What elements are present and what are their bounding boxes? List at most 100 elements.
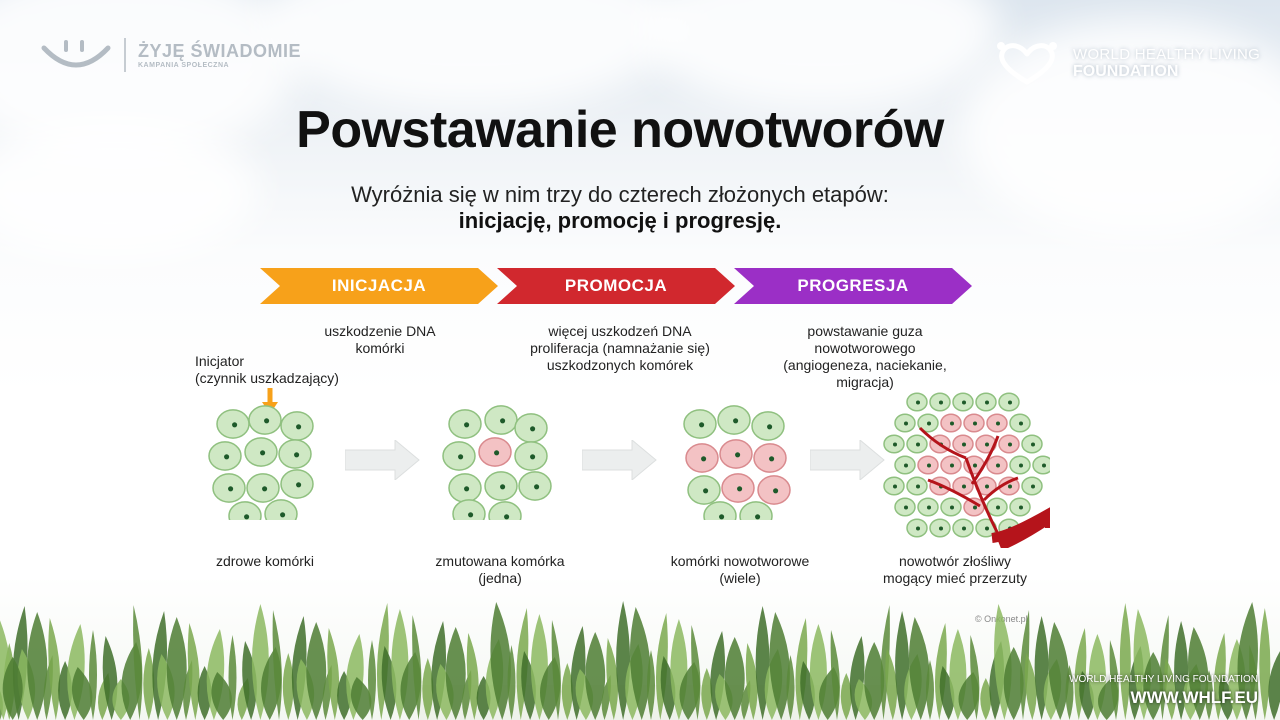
healthy-cell — [1032, 455, 1050, 475]
cell-group-label: nowotwór złośliwy mogący mieć przerzuty — [883, 553, 1027, 586]
healthy-cell — [514, 441, 548, 471]
healthy-cell — [739, 501, 773, 520]
healthy-cell — [894, 455, 916, 475]
healthy-cell — [751, 411, 785, 441]
healthy-cell — [1009, 413, 1031, 433]
healthy-cell — [216, 409, 250, 439]
blood-vessel-branches — [918, 426, 1019, 535]
page-title: Powstawanie nowotworów — [296, 101, 944, 159]
healthy-cell — [1009, 455, 1031, 475]
mutated-cell — [917, 455, 939, 475]
healthy-cell — [894, 413, 916, 433]
healthy-cell — [883, 476, 905, 496]
cell-group-label: zmutowana komórka (jedna) — [435, 553, 565, 586]
healthy-cell — [442, 441, 476, 471]
mutated-cell — [986, 455, 1008, 475]
healthy-cell — [452, 499, 486, 520]
mutated-cell — [963, 413, 985, 433]
healthy-cell — [264, 499, 298, 520]
transition-arrow-icon — [810, 440, 885, 480]
transition-arrow-icon — [345, 440, 420, 480]
healthy-cell — [940, 497, 962, 517]
cell-group-label: zdrowe komórki — [215, 553, 315, 569]
cloud — [0, 120, 260, 260]
stage-label: PROGRESJA — [797, 276, 909, 295]
healthy-cell — [975, 392, 997, 412]
cloud — [960, 20, 1280, 240]
healthy-cell — [514, 413, 548, 443]
stage-label: PROMOCJA — [564, 276, 668, 295]
healthy-cell — [212, 473, 246, 503]
mutated-cell-group — [442, 405, 552, 520]
healthy-cell — [448, 473, 482, 503]
chevron-shape — [734, 268, 972, 304]
cell-group-label: komórki nowotworowe (wiele) — [670, 553, 810, 586]
healthy-cell — [244, 437, 278, 467]
healthy-cell — [906, 434, 928, 454]
mutated-cell — [940, 455, 962, 475]
mutated-cell — [719, 439, 753, 469]
cloud — [260, 0, 680, 110]
healthy-cell — [703, 501, 737, 520]
smile-icon — [41, 40, 111, 68]
stage-promotion: PROMOCJA — [497, 268, 735, 304]
healthy-cell — [246, 473, 280, 503]
healthy-cells — [208, 405, 314, 520]
transition-arrow-icon — [582, 440, 657, 480]
stage-description: uszkodzenie DNA komórki — [324, 323, 436, 356]
healthy-cell — [1021, 434, 1043, 454]
healthy-cell — [717, 405, 751, 435]
mutated-cell — [478, 437, 512, 467]
footer-website-link[interactable]: WWW.WHLF.EU — [1130, 688, 1258, 707]
healthy-cell — [280, 469, 314, 499]
foundation-name-line2: FOUNDATION — [1073, 62, 1179, 80]
mutated-cell — [753, 443, 787, 473]
healthy-cell — [986, 497, 1008, 517]
campaign-subtitle: KAMPANIA SPOŁECZNA — [138, 62, 230, 69]
healthy-cell — [208, 441, 242, 471]
mutated-cell — [998, 434, 1020, 454]
cancer-cells — [683, 405, 791, 520]
healthy-cell — [1021, 476, 1043, 496]
mutated-cell — [685, 443, 719, 473]
stage-description: więcej uszkodzeń DNA proliferacja (namna… — [530, 323, 710, 373]
foundation-logo: WORLD HEALTHY LIVING FOUNDATION — [995, 40, 1260, 86]
healthy-cell — [518, 471, 552, 501]
healthy-cell — [280, 411, 314, 441]
mutated-cell — [757, 475, 791, 505]
campaign-name: ŻYJĘ ŚWIADOMIE — [138, 41, 302, 61]
healthy-cell — [998, 392, 1020, 412]
healthy-cell — [448, 409, 482, 439]
healthy-cell — [248, 405, 282, 435]
initiator-label: Inicjator (czynnik uszkadzający) — [195, 353, 339, 386]
healthy-cell — [488, 501, 522, 520]
blood-vessel — [991, 507, 1050, 548]
mutated-cell — [986, 413, 1008, 433]
logo-divider — [124, 38, 126, 72]
healthy-cell — [683, 409, 717, 439]
healthy-cell — [894, 497, 916, 517]
mutated-cell — [721, 473, 755, 503]
chevron-shape — [260, 268, 498, 304]
malignant-tumor — [883, 392, 1050, 548]
campaign-logo: ŻYJĘ ŚWIADOMIE KAMPANIA SPOŁECZNA — [40, 38, 301, 72]
mutated-cell — [940, 413, 962, 433]
healthy-cell — [484, 471, 518, 501]
healthy-cell — [484, 405, 518, 435]
healthy-cell — [228, 501, 262, 520]
healthy-cell — [917, 497, 939, 517]
stage-description: powstawanie guza nowotworowego (angiogen… — [783, 323, 947, 390]
healthy-cell — [883, 434, 905, 454]
healthy-cell — [687, 475, 721, 505]
stage-label: INICJACJA — [331, 276, 427, 295]
subtitle-emphasis: inicjację, promocję i progresję. — [458, 208, 782, 233]
heart-icon — [997, 42, 1057, 85]
healthy-cell — [917, 413, 939, 433]
healthy-cell — [906, 476, 928, 496]
healthy-cell — [952, 518, 974, 538]
healthy-cell — [906, 392, 928, 412]
footer-foundation-name: WORLD HEALTHY LIVING FOUNDATION — [1069, 674, 1258, 685]
cloud — [640, 0, 1000, 110]
chevron-shape — [497, 268, 735, 304]
healthy-cell — [1009, 497, 1031, 517]
